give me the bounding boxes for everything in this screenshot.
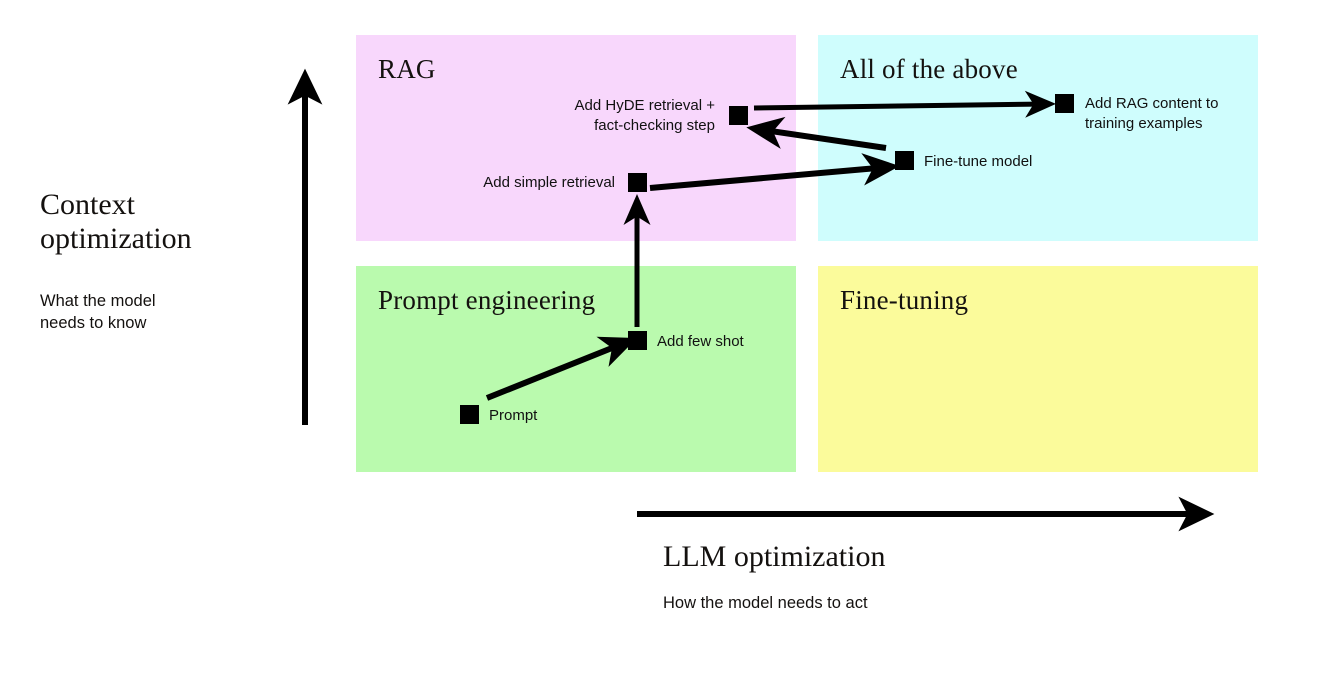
quadrant-rag-title: RAG: [378, 54, 436, 84]
node-marker-add-simple-retrieval[interactable]: [628, 173, 647, 192]
quadrant-fine-tuning: Fine-tuning: [818, 266, 1258, 472]
quadrant-prompt-engineering-title: Prompt engineering: [378, 285, 596, 315]
node-label-prompt: Prompt: [489, 407, 538, 424]
x-axis-title: LLM optimization: [663, 540, 886, 573]
node-marker-add-rag-content[interactable]: [1055, 94, 1074, 113]
node-label-add-hyde-retrieval: Add HyDE retrieval + fact-checking step: [574, 97, 715, 134]
node-label-add-rag-content: Add RAG content to training examples: [1085, 95, 1219, 132]
node-marker-add-few-shot[interactable]: [628, 331, 647, 350]
y-axis-title: Context optimization: [40, 188, 192, 255]
node-label-fine-tune-model: Fine-tune model: [924, 153, 1033, 170]
node-marker-prompt[interactable]: [460, 405, 479, 424]
quadrant-rag: RAG: [356, 35, 796, 241]
node-label-add-simple-retrieval: Add simple retrieval: [483, 174, 615, 191]
quadrant-all-of-the-above-title: All of the above: [840, 54, 1018, 84]
quadrant-prompt-engineering: Prompt engineering: [356, 266, 796, 472]
quadrant-all-of-the-above: All of the above: [818, 35, 1258, 241]
node-label-add-few-shot: Add few shot: [657, 333, 744, 350]
node-marker-fine-tune-model[interactable]: [895, 151, 914, 170]
node-marker-add-hyde-retrieval[interactable]: [729, 106, 748, 125]
x-axis-subtitle: How the model needs to act: [663, 594, 868, 612]
quadrant-fine-tuning-title: Fine-tuning: [840, 285, 969, 315]
y-axis-subtitle: What the model needs to know: [40, 292, 156, 333]
